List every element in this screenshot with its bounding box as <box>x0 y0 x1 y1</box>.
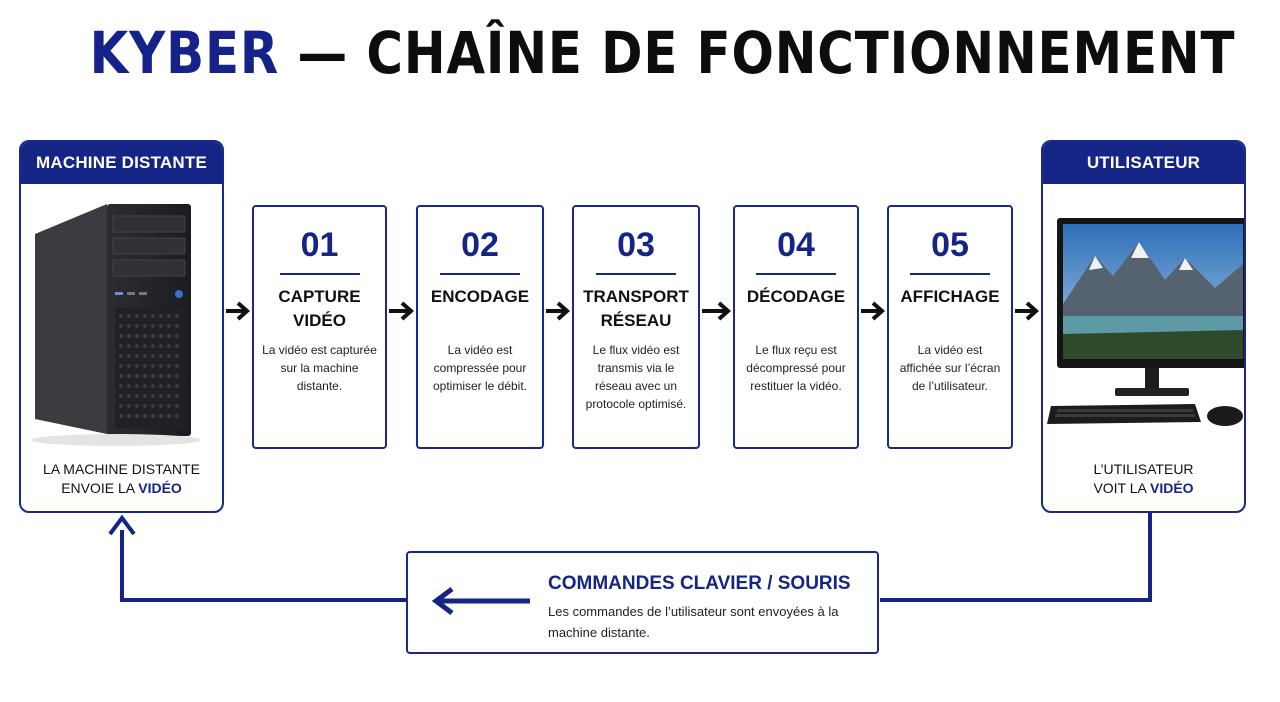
panel-machine-distante: MACHINE DISTANTE <box>19 140 224 513</box>
desktop-tower-icon <box>31 204 201 446</box>
step-label: TRANSPORT RÉSEAU <box>583 287 689 330</box>
arrow-left-icon <box>431 587 530 615</box>
arrow-up-icon <box>108 514 136 536</box>
caption-line-1: L’UTILISATEUR <box>1093 461 1194 477</box>
step-label: AFFICHAGE <box>900 287 1000 306</box>
monitor-icon <box>1047 218 1244 426</box>
step-card-04: 04 DÉCODAGE Le flux reçu est décompressé… <box>733 205 859 449</box>
step-label: ENCODAGE <box>430 287 530 306</box>
caption-prefix: ENVOIE LA <box>61 480 139 496</box>
step-label: DÉCODAGE <box>746 287 846 306</box>
step-divider <box>440 273 520 275</box>
panel-caption: LA MACHINE DISTANTE ENVOIE LA VIDÉO <box>21 460 222 498</box>
step-label: CAPTURE VIDÉO <box>278 287 361 330</box>
caption-line-1: LA MACHINE DISTANTE <box>43 461 200 477</box>
step-description: La vidéo est affichée sur l’écran de l’u… <box>899 343 1001 393</box>
title-text: — CHAÎNE DE FONCTIONNEMENT <box>279 19 1236 87</box>
step-description: La vidéo est capturée sur la machine dis… <box>262 343 377 393</box>
caption-highlight: VIDÉO <box>1149 480 1194 496</box>
step-divider <box>910 273 990 275</box>
step-number: 01 <box>300 226 339 264</box>
step-card-02: 02 ENCODAGE La vidéo est compressée pour… <box>416 205 544 449</box>
step-description: Le flux reçu est décompressé pour restit… <box>746 343 846 393</box>
step-card-05: 05 AFFICHAGE La vidéo est affichée sur l… <box>887 205 1013 449</box>
caption-prefix: VOIT LA <box>1093 480 1150 496</box>
caption-highlight: VIDÉO <box>138 480 182 496</box>
panel-caption: L’UTILISATEUR VOIT LA VIDÉO <box>1043 460 1244 498</box>
caption-line-2: VOIT LA VIDÉO <box>1043 479 1244 498</box>
step-divider <box>756 273 836 275</box>
panel-header: UTILISATEUR <box>1043 142 1244 184</box>
step-number: 03 <box>617 226 655 264</box>
caption-line-2: ENVOIE LA VIDÉO <box>21 479 222 498</box>
step-description: Le flux vidéo est transmis via le réseau… <box>585 343 687 411</box>
mouse-icon <box>1207 406 1243 426</box>
page-title: KYBER — CHAÎNE DE FONCTIONNEMENT <box>89 14 1235 92</box>
brand-name: KYBER <box>89 19 280 87</box>
step-number: 04 <box>777 226 815 264</box>
step-divider <box>596 273 676 275</box>
panel-header: MACHINE DISTANTE <box>21 142 222 184</box>
step-number: 05 <box>931 226 969 264</box>
feedback-loop-line <box>120 513 1152 602</box>
feedback-title: COMMANDES CLAVIER / SOURIS <box>548 573 851 594</box>
step-card-03: 03 TRANSPORT RÉSEAU Le flux vidéo est tr… <box>572 205 700 449</box>
panel-utilisateur: UTILISATEUR L’UTILISATEUR VOIT LA VIDÉO <box>1041 140 1246 513</box>
feedback-commands-box: COMMANDES CLAVIER / SOURIS Les commandes… <box>406 551 879 654</box>
step-number: 02 <box>461 226 499 264</box>
feedback-description: Les commandes de l’utilisateur sont envo… <box>548 604 839 640</box>
step-card-01: 01 CAPTURE VIDÉO La vidéo est capturée s… <box>252 205 387 449</box>
step-description: La vidéo est compressée pour optimiser l… <box>432 343 528 393</box>
step-divider <box>279 273 360 275</box>
